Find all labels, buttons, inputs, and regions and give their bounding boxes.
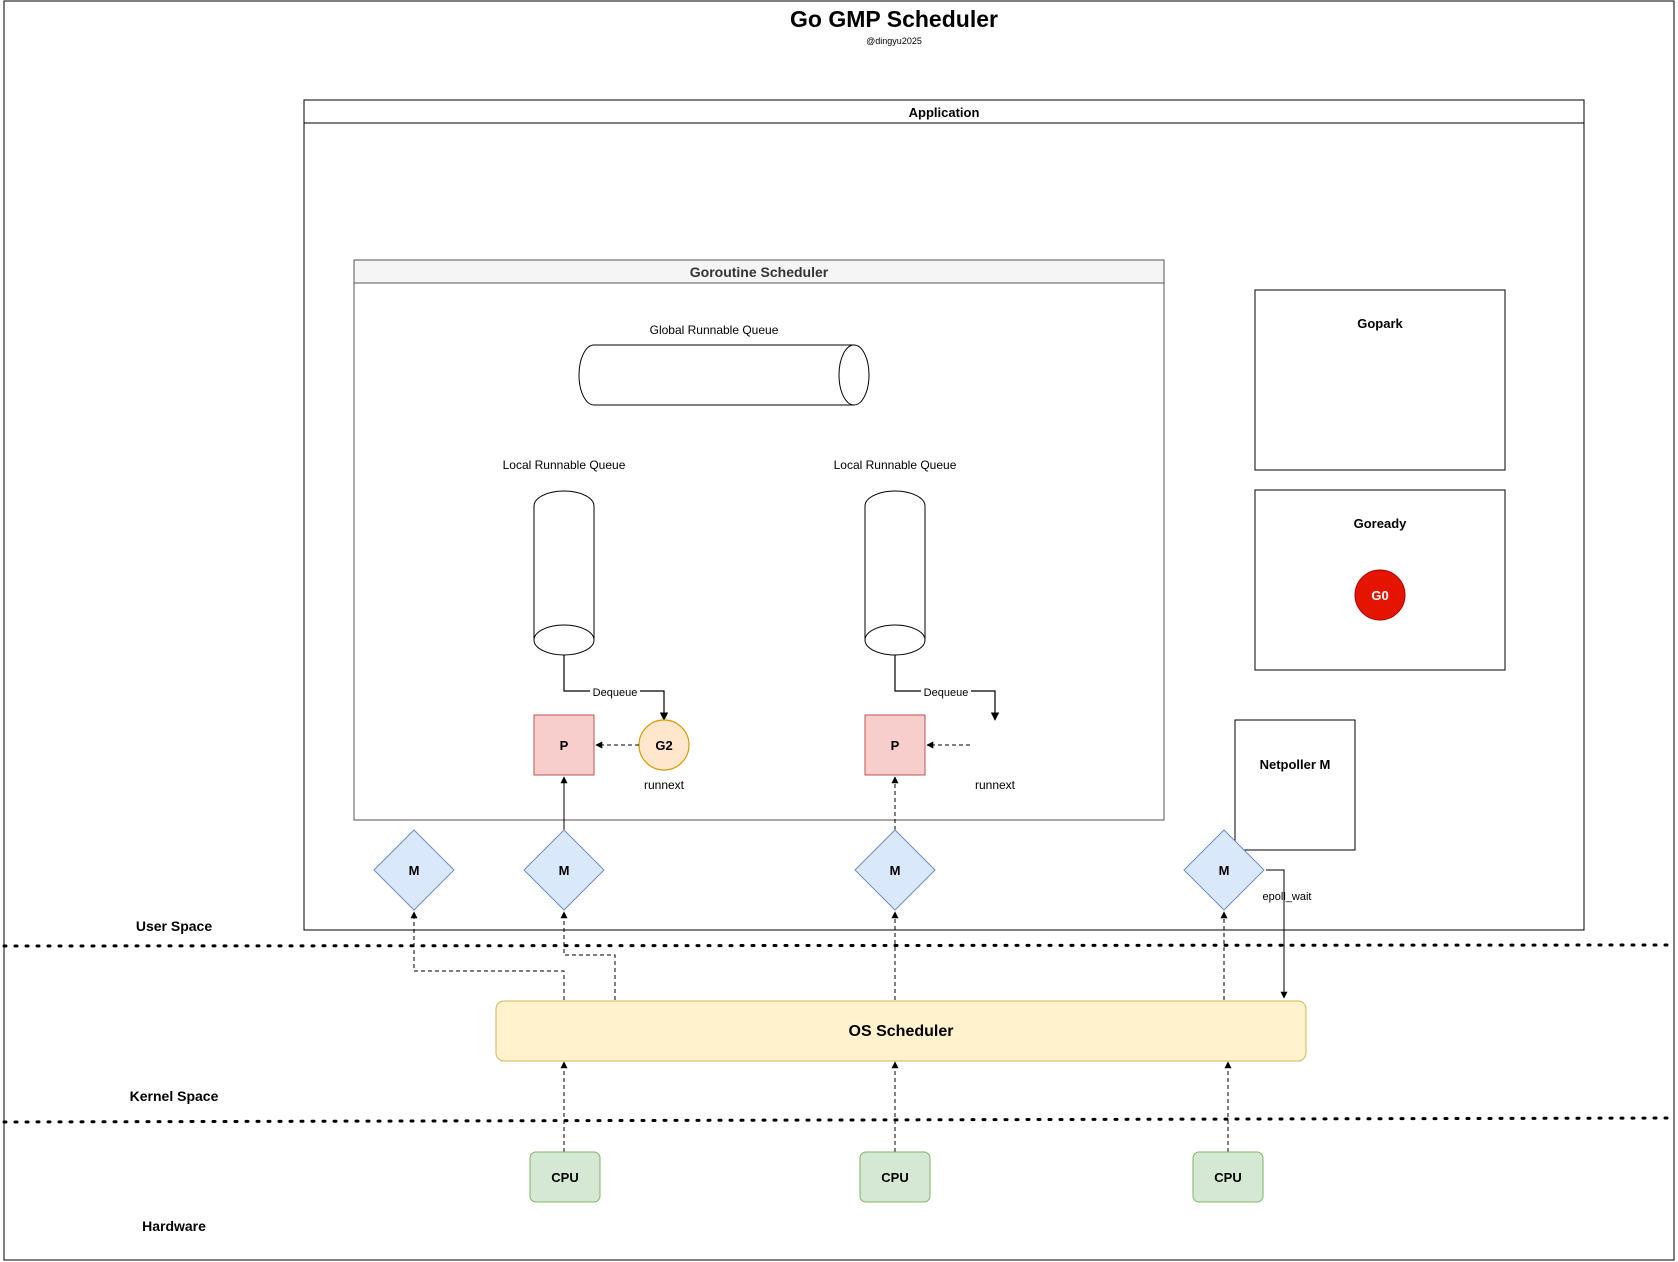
outer-frame <box>3 0 1675 1261</box>
local-runnable-queue-2: Local Runnable Queue <box>834 458 957 656</box>
gopark-label: Gopark <box>1357 316 1403 331</box>
netpoller-label: Netpoller M <box>1260 757 1331 772</box>
p-2-label: P <box>891 738 900 753</box>
epoll-wait-label: epoll_wait <box>1263 891 1312 903</box>
g2-label: G2 <box>655 738 672 753</box>
user-space-label: User Space <box>136 918 212 934</box>
os-scheduler: OS Scheduler <box>495 1000 1307 1062</box>
dequeue-label-1: Dequeue <box>593 687 638 699</box>
cpu-3-label: CPU <box>1214 1170 1241 1185</box>
local-queue-2-label: Local Runnable Queue <box>834 458 957 472</box>
user-kernel-divider <box>2 943 1676 948</box>
goready-label: Goready <box>1354 516 1408 531</box>
local-runnable-queue-1: Local Runnable Queue <box>503 458 626 656</box>
goroutine-g2: G2 <box>638 719 690 771</box>
global-runnable-queue: Global Runnable Queue <box>578 323 870 406</box>
runnext-label-1: runnext <box>644 778 685 792</box>
g0-label: G0 <box>1371 588 1388 603</box>
global-queue-label: Global Runnable Queue <box>650 323 779 337</box>
m-3-label: M <box>890 863 901 878</box>
kernel-space-label: Kernel Space <box>130 1088 219 1104</box>
page-subtitle: @dingyu2025 <box>866 36 922 46</box>
cpu-1-label: CPU <box>551 1170 578 1185</box>
runnext-label-2: runnext <box>975 778 1016 792</box>
goready-box: Goready G0 <box>1254 489 1506 671</box>
m-1-label: M <box>409 863 420 878</box>
application-label: Application <box>909 105 980 120</box>
m-4-label: M <box>1219 863 1230 878</box>
netpoller-m-box: Netpoller M <box>1234 719 1356 851</box>
dequeue-label-2: Dequeue <box>924 687 969 699</box>
cpu-3: CPU <box>1192 1151 1264 1203</box>
processor-p-1: P <box>533 714 595 776</box>
machine-m-3: M <box>854 829 936 911</box>
gopark-box: Gopark <box>1254 289 1506 471</box>
connectors <box>410 776 1288 1152</box>
machine-m-1: M <box>373 829 455 911</box>
processor-p-2: P <box>864 714 926 776</box>
os-scheduler-label: OS Scheduler <box>849 1023 954 1040</box>
hardware-label: Hardware <box>142 1218 206 1234</box>
page-title: Go GMP Scheduler <box>790 6 998 32</box>
m-2-label: M <box>559 863 570 878</box>
cpu-2-label: CPU <box>881 1170 908 1185</box>
machine-m-4: M <box>1183 829 1265 911</box>
goroutine-g0 <box>1354 569 1406 621</box>
goroutine-scheduler-label: Goroutine Scheduler <box>690 264 829 280</box>
machine-m-2: M <box>523 829 605 911</box>
cpu-1: CPU <box>529 1151 601 1203</box>
goroutine-scheduler-container: Goroutine Scheduler <box>353 259 1165 821</box>
p-1-label: P <box>560 738 569 753</box>
cpu-2: CPU <box>859 1151 931 1203</box>
local-queue-1-label: Local Runnable Queue <box>503 458 626 472</box>
kernel-hardware-divider <box>2 1116 1676 1124</box>
